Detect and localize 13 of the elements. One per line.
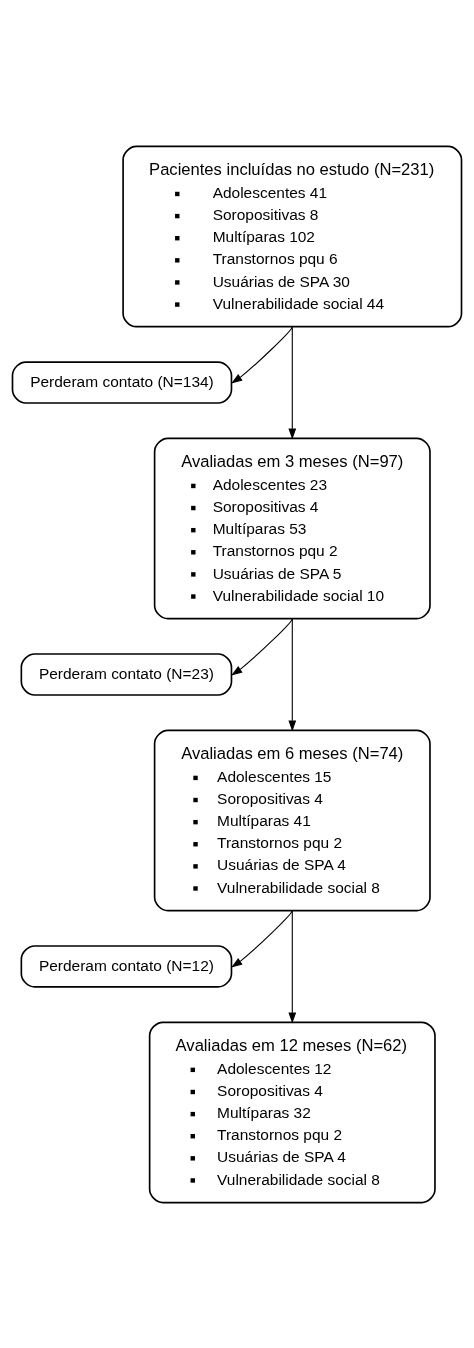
node-box: Avaliadas em 6 meses (N=74) Adolescentes 15 Soropositivas 4 Multíparas 41 Transtornos pqu 2 Usuárias de SPA 4 Vulnerabilidade social 8 [153,729,431,911]
node-box: Avaliadas em 12 meses (N=62) Adolescentes 12 Soropositivas 4 Multíparas 32 Transtornos pqu 2 Usuárias de SPA 4 Vulnerabilidade social 8 [148,1020,436,1203]
node-box: Perderam contato (N=23) [20,652,233,696]
node-box: Perderam contato (N=12) [20,944,233,988]
arrow [231,325,293,383]
arrow [288,909,297,1024]
node-box: Perderam contato (N=134) [11,360,233,404]
node-box: Avaliadas em 3 meses (N=97) Adolescentes 23 Soropositivas 4 Multíparas 53 Transtornos pqu 2 Usuárias de SPA 5 Vulnerabilidade social 10 [153,437,431,619]
arrow [231,617,293,675]
arrow [288,617,297,732]
arrow [231,909,293,967]
node-box: Pacientes incluídas no estudo (N=231) Adolescentes 41 Soropositivas 8 Multíparas 102 Transtornos pqu 6 Usuárias de SPA 30 Vulnerabilidade social 44 [122,145,463,327]
arrow [288,325,297,440]
